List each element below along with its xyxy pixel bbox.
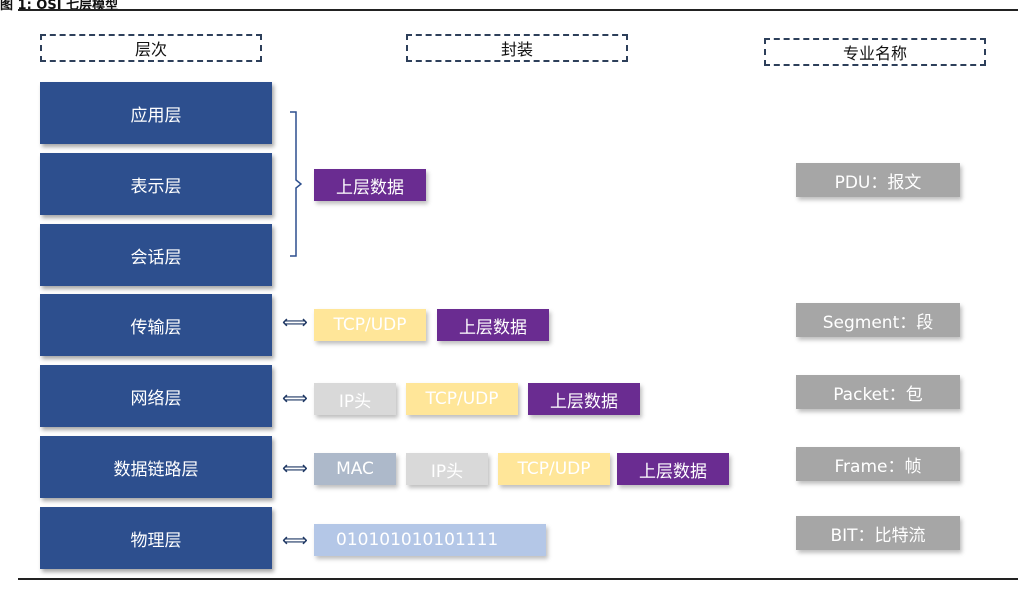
layer-session: 会话层 [40, 224, 272, 286]
layer-network: 网络层 [40, 365, 272, 427]
layer-application: 应用层 [40, 82, 272, 144]
header-encap: 封装 [406, 34, 628, 62]
bottom-rule [18, 578, 1018, 580]
encap-transport-tcp: TCP/UDP [314, 309, 426, 341]
datalink-arrow-icon: ⟺ [282, 458, 308, 479]
encap-transport-data: 上层数据 [437, 309, 549, 341]
header-term-label: 专业名称 [842, 44, 907, 63]
header-layer-label: 层次 [134, 40, 167, 59]
encap-datalink-mac: MAC [314, 453, 396, 485]
term-segment: Segment：段 [796, 303, 960, 337]
layer-transport: 传输层 [40, 294, 272, 356]
header-term: 专业名称 [764, 38, 986, 66]
encap-datalink-ip: IP头 [406, 453, 488, 485]
encap-datalink-tcp: TCP/UDP [498, 453, 610, 485]
encap-network-data: 上层数据 [528, 383, 640, 415]
header-encap-label: 封装 [500, 40, 533, 59]
encap-upper-data: 上层数据 [314, 169, 426, 201]
encap-datalink-data: 上层数据 [617, 453, 729, 485]
top-rule [18, 9, 1018, 11]
transport-arrow-icon: ⟺ [282, 312, 308, 333]
term-packet: Packet：包 [796, 375, 960, 409]
layer-physical: 物理层 [40, 507, 272, 569]
term-bit: BIT：比特流 [796, 516, 960, 550]
term-pdu: PDU：报文 [796, 163, 960, 197]
figure-caption: 图 1: OSI 七层模型 [0, 0, 119, 13]
header-layer: 层次 [40, 34, 262, 62]
physical-arrow-icon: ⟺ [282, 530, 308, 551]
network-arrow-icon: ⟺ [282, 388, 308, 409]
encap-network-tcp: TCP/UDP [406, 383, 518, 415]
layer-datalink: 数据链路层 [40, 436, 272, 498]
upper-layers-brace-icon [290, 111, 302, 257]
term-frame: Frame：帧 [796, 447, 960, 481]
layer-presentation: 表示层 [40, 153, 272, 215]
encap-physical-bits: 010101010101111 [314, 524, 546, 556]
encap-network-ip: IP头 [314, 383, 396, 415]
